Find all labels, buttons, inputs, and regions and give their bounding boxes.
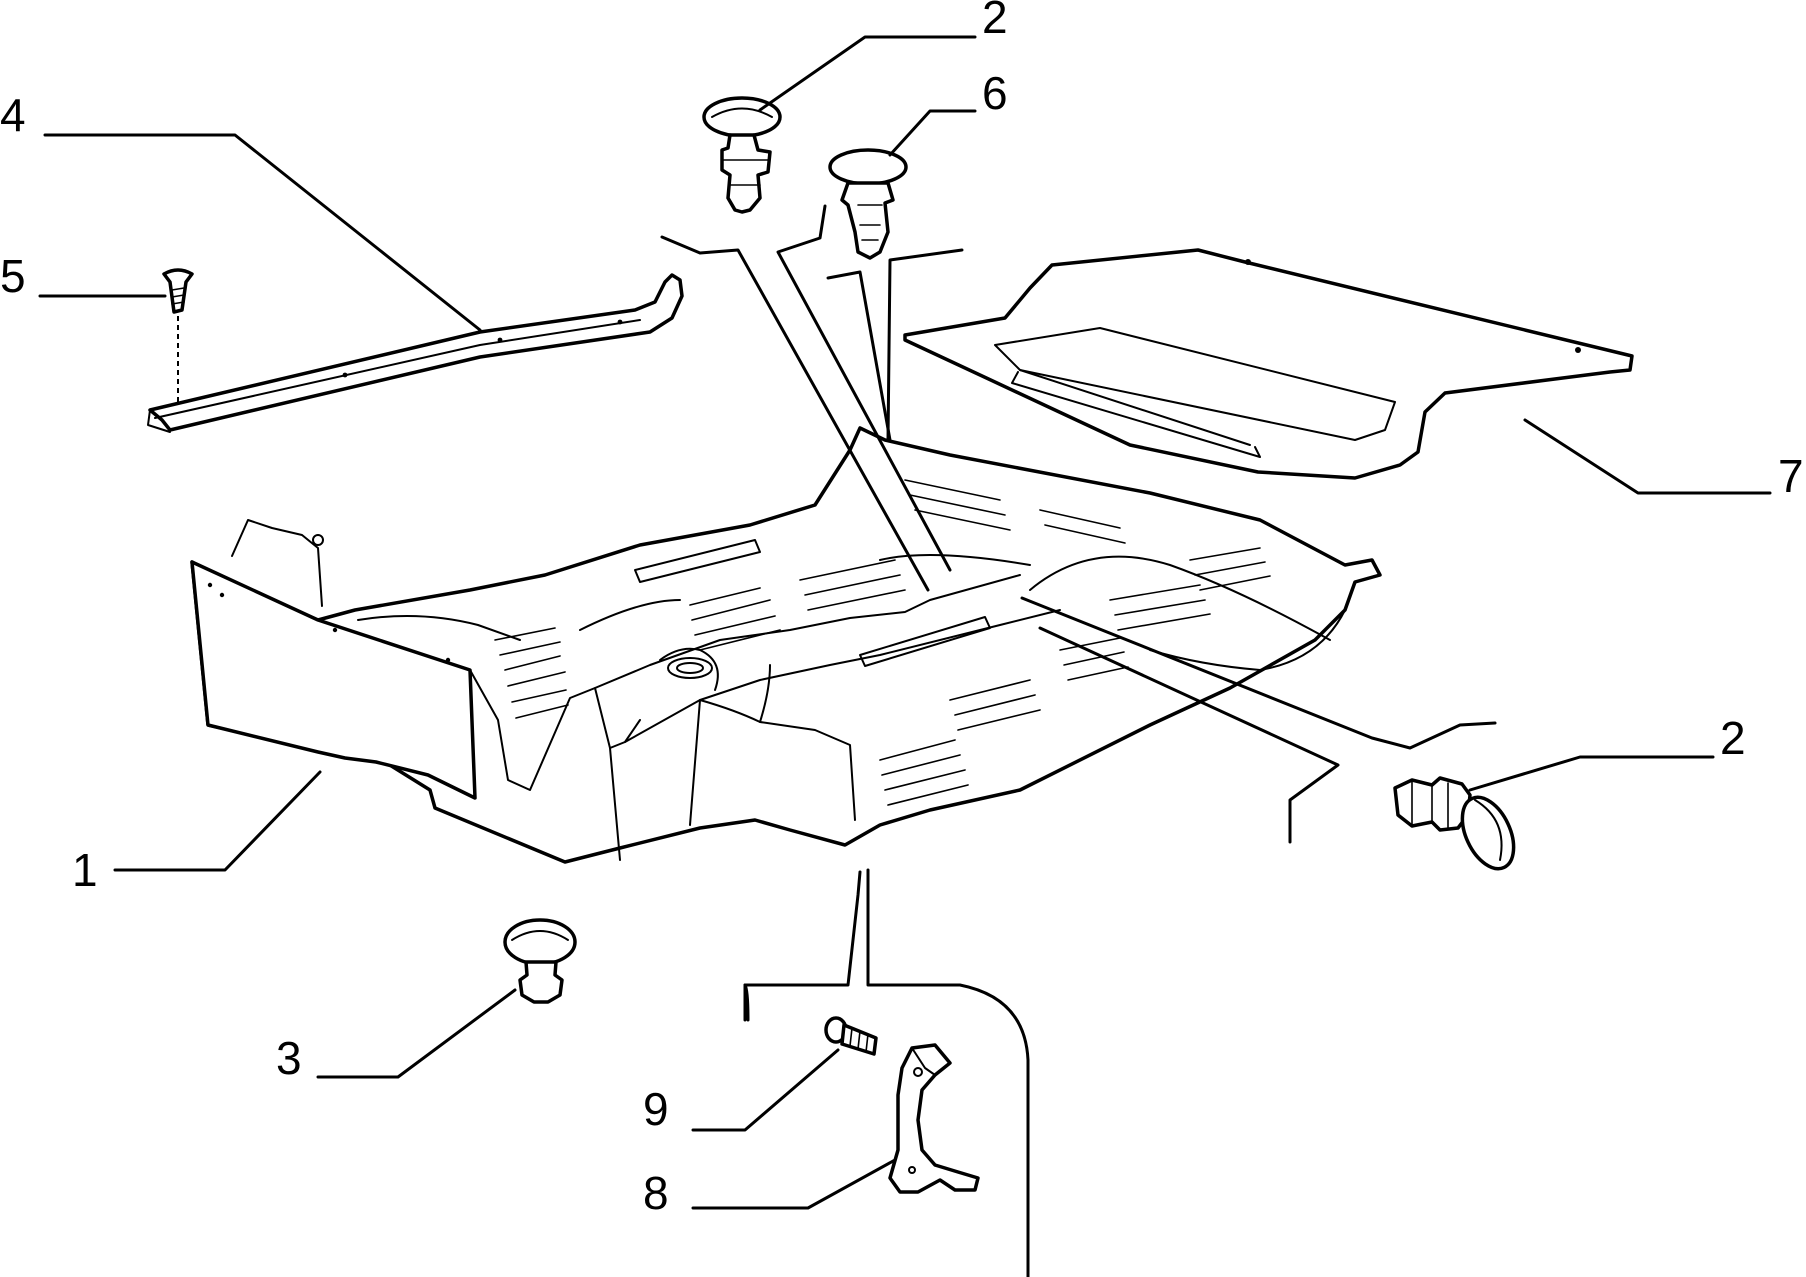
callout-8: 8 bbox=[643, 1167, 669, 1219]
part-3-clip bbox=[503, 918, 577, 1004]
part-8-bracket bbox=[888, 1043, 980, 1194]
callout-4: 4 bbox=[0, 89, 26, 141]
part-9-screw bbox=[824, 1016, 878, 1056]
part-6-rivet bbox=[828, 148, 908, 260]
part-2-clip-right bbox=[1393, 776, 1516, 871]
leader-lines bbox=[38, 35, 1772, 1277]
callout-6: 6 bbox=[982, 67, 1008, 119]
part-7-rear-floor-mat bbox=[903, 248, 1634, 480]
part-1-floor-covering bbox=[190, 426, 1382, 864]
callout-labels: 1 2 2 3 4 5 6 7 8 9 bbox=[0, 0, 1804, 1219]
callout-1: 1 bbox=[72, 844, 98, 896]
callout-9: 9 bbox=[643, 1083, 669, 1135]
callout-7: 7 bbox=[1778, 450, 1804, 502]
callout-5: 5 bbox=[0, 250, 26, 302]
callout-3: 3 bbox=[276, 1032, 302, 1084]
callout-2-top: 2 bbox=[982, 0, 1008, 43]
part-5-screw bbox=[162, 268, 194, 406]
callout-2-right: 2 bbox=[1720, 712, 1746, 764]
part-4-sill-trim bbox=[147, 273, 684, 433]
part-2-clip-top bbox=[702, 96, 782, 214]
